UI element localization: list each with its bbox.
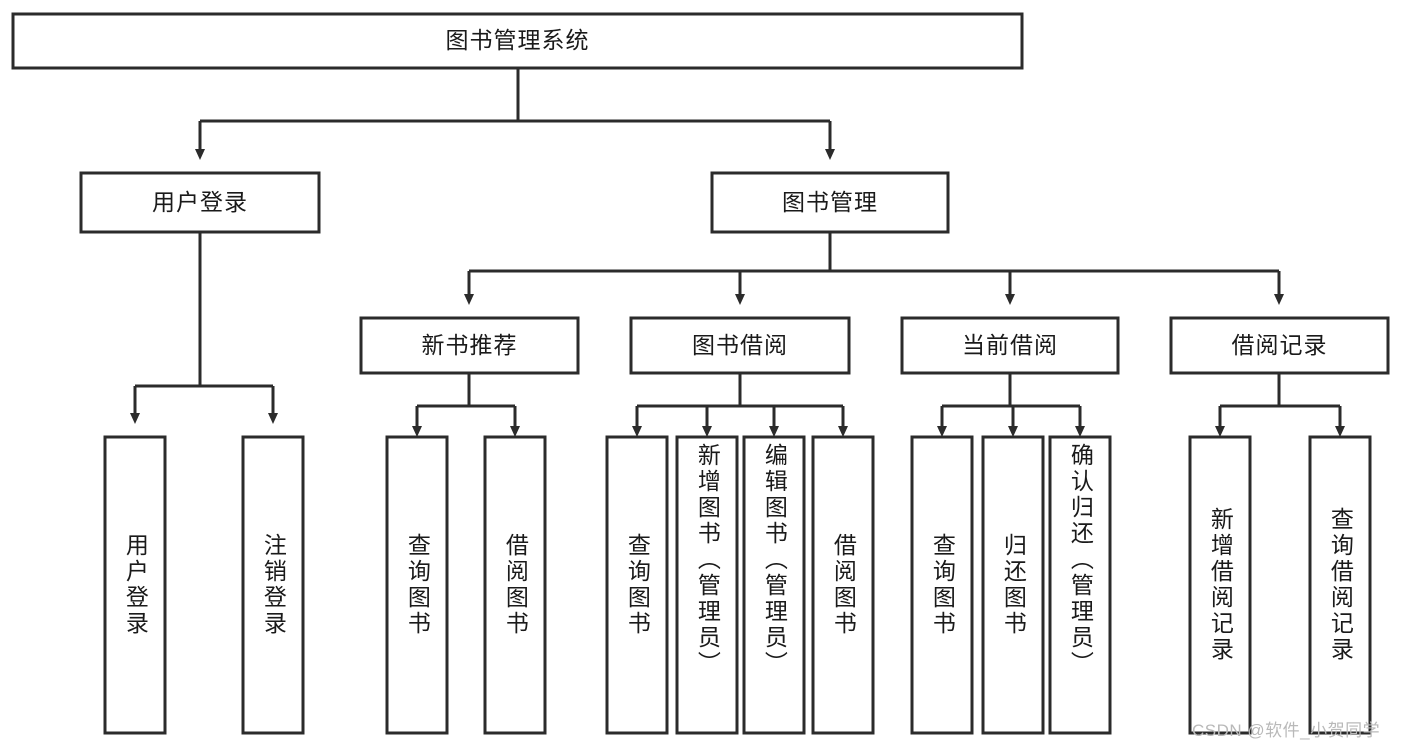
node-box-leaf-edit-book[interactable] [742,435,806,735]
node-box-leaf-borrow-book-1[interactable] [483,435,547,735]
node-box-leaf-user-logout[interactable] [241,435,305,735]
node-box-leaf-return-book[interactable] [981,435,1045,735]
node-box-book-manage[interactable] [710,171,950,234]
node-box-current-borrow[interactable] [900,316,1120,375]
node-box-root[interactable] [11,12,1024,70]
watermark-text: CSDN @软件_小贺同学 [1192,721,1381,740]
node-box-leaf-query-book-1[interactable] [385,435,449,735]
node-box-leaf-query-record[interactable] [1308,435,1372,735]
node-box-leaf-add-book[interactable] [675,435,739,735]
node-box-leaf-add-record[interactable] [1188,435,1252,735]
node-box-user-login[interactable] [79,171,321,234]
node-box-borrow-record[interactable] [1169,316,1390,375]
node-box-leaf-confirm-return[interactable] [1048,435,1112,735]
node-box-leaf-query-book-2[interactable] [605,435,669,735]
node-box-book-borrow[interactable] [629,316,851,375]
node-box-leaf-user-login[interactable] [103,435,167,735]
node-box-leaf-query-book-3[interactable] [910,435,974,735]
node-box-leaf-borrow-book-2[interactable] [811,435,875,735]
node-box-new-book-recommend[interactable] [359,316,580,375]
